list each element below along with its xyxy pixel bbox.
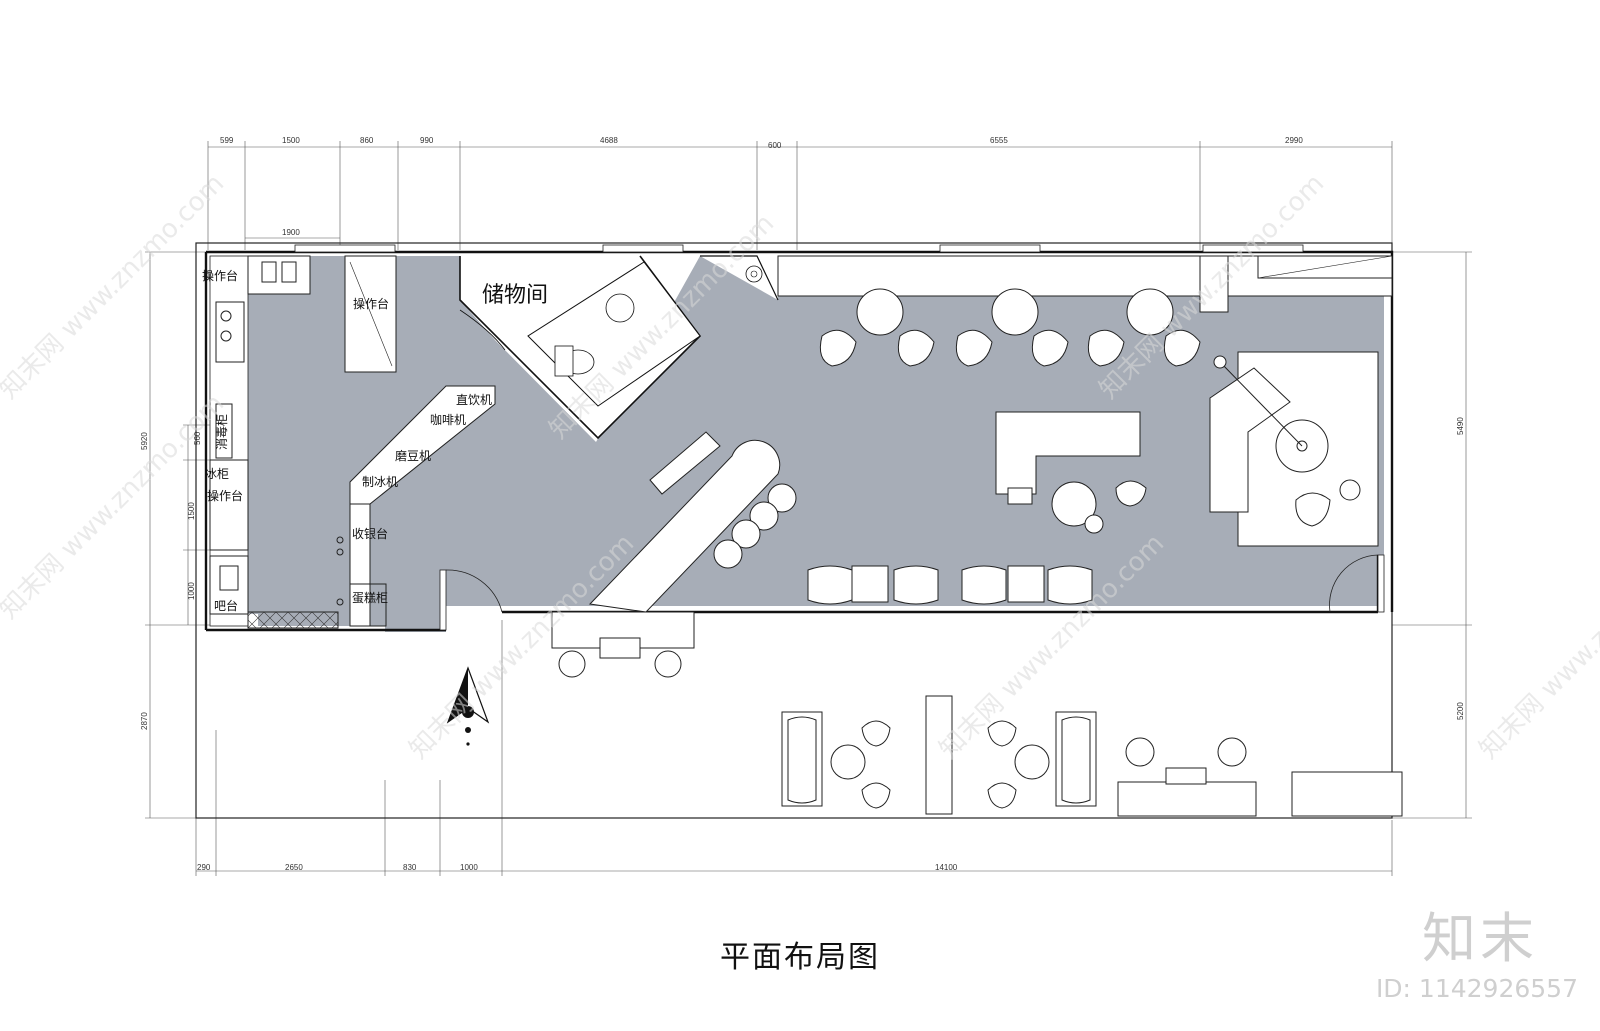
kitchen-counters: [209, 255, 496, 629]
label-cashier: 收银台: [352, 526, 388, 541]
dim-top-5: 4688: [600, 136, 618, 145]
label-prep-left: 操作台: [207, 488, 243, 503]
label-bar: 吧台: [214, 598, 238, 613]
dim-bottom-1: 290: [197, 863, 211, 872]
label-grinder: 磨豆机: [395, 449, 431, 463]
dim-top-7: 6555: [990, 136, 1008, 145]
seating-area: [807, 288, 1201, 605]
dim-bottom-3: 830: [403, 863, 417, 872]
drawing-title: 平面布局图: [720, 940, 880, 975]
storage-room-label: 储物间: [482, 283, 548, 308]
label-fridge: 冰柜: [205, 467, 229, 481]
dim-bottom-4: 1000: [460, 863, 478, 872]
dim-top-8: 2990: [1285, 136, 1303, 145]
dim-left-1: 5920: [140, 432, 149, 450]
dim-top-6: 600: [768, 141, 782, 150]
image-id: ID: 1142926557: [1375, 974, 1578, 1003]
label-cake-cabinet: 蛋糕柜: [352, 591, 388, 605]
dim-left-2: 560: [193, 431, 202, 445]
label-water-dispenser: 直饮机: [456, 393, 492, 407]
north-arrow-icon: [446, 666, 490, 746]
label-coffee-machine: 咖啡机: [430, 412, 466, 427]
dim-top-second: 1900: [282, 228, 300, 237]
dim-left-3: 1500: [187, 502, 196, 520]
dim-right-2: 5200: [1456, 702, 1465, 720]
label-prep-top-left: 操作台: [202, 268, 238, 283]
top-dimensions: [207, 141, 1393, 250]
lounge-corner: [1209, 351, 1379, 547]
dim-left-4: 1000: [187, 582, 196, 600]
bottom-dimension-labels: 290 2650 830 1000 14100: [197, 863, 958, 872]
outdoor-area: [551, 611, 1403, 817]
dim-top-1: 599: [220, 136, 234, 145]
logo: 知末: [1422, 907, 1538, 970]
dim-top-3: 860: [360, 136, 374, 145]
side-dimension-labels: 5920 560 1500 1000 2870 5490 5200: [140, 417, 1465, 730]
dim-bottom-2: 2650: [285, 863, 303, 872]
label-dishwasher: 消毒柜: [215, 414, 229, 450]
dim-right-1: 5490: [1456, 417, 1465, 435]
label-ice-maker: 制冰机: [362, 475, 398, 489]
dim-bottom-5: 14100: [935, 863, 958, 872]
doors: [439, 554, 1385, 631]
column: [1199, 255, 1229, 313]
label-prep-top-mid: 操作台: [353, 296, 389, 311]
storage-room: [459, 255, 779, 440]
side-dimensions: [145, 251, 1472, 819]
dim-top-4: 990: [420, 136, 434, 145]
kitchen-labels: 操作台 操作台 消毒柜 冰柜 操作台 吧台 直饮机 咖啡机 磨豆机 制冰机 收银…: [202, 268, 492, 613]
watermark-7: 知末网 www.znzmo.com: [1474, 529, 1600, 765]
dim-left-5: 2870: [140, 712, 149, 730]
windows: [294, 244, 1304, 253]
top-dimension-labels: 599 1500 860 990 4688 600 6555 2990 1900: [220, 136, 1303, 237]
dim-top-2: 1500: [282, 136, 300, 145]
bar-counter: [588, 431, 797, 613]
